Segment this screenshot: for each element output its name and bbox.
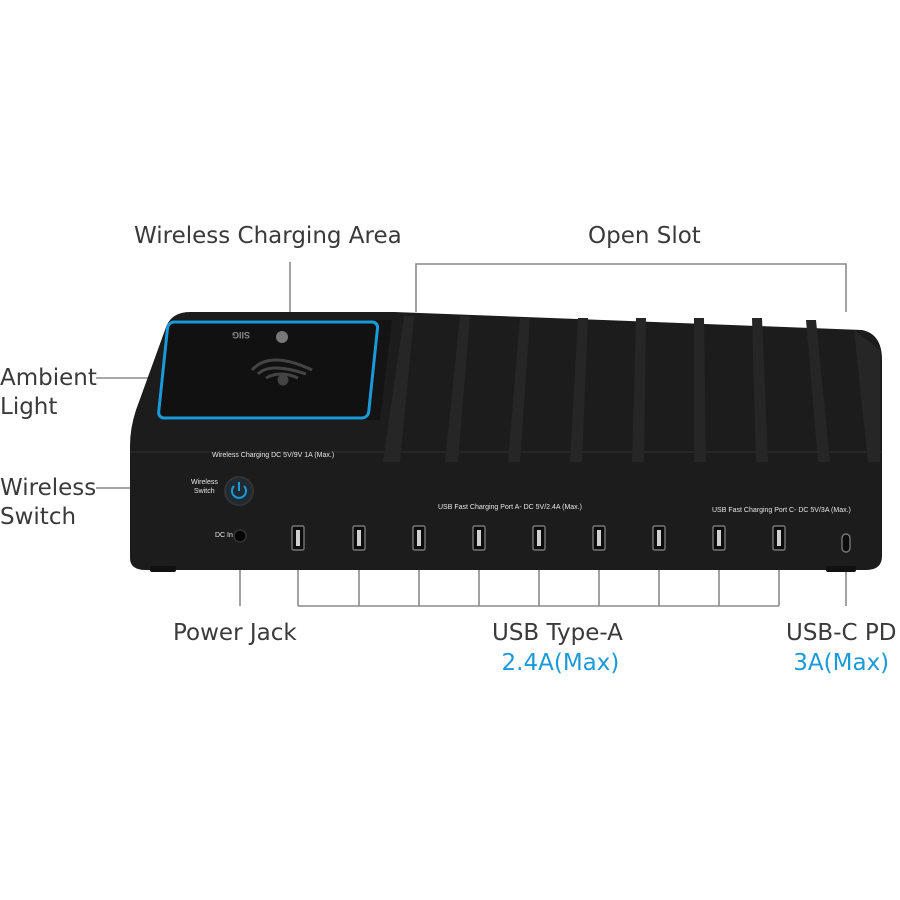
slot-divider [383, 316, 414, 462]
usb-a-spec-text: USB Fast Charging Port A- DC 5V/2.4A (Ma… [438, 504, 582, 511]
usb-c-port [841, 533, 851, 553]
slot-divider [632, 318, 646, 462]
power-icon [231, 485, 247, 499]
ambient-light-label: Ambient Light [0, 364, 97, 422]
open-slot-label: Open Slot [588, 223, 701, 249]
usb-c-title: USB-C PD [786, 620, 897, 646]
leader-open-slot [415, 263, 847, 312]
brand-text: SIIG [232, 330, 251, 340]
usb-a-label: USB Type-A 2.4A(Max) [492, 619, 623, 678]
slot-divider [694, 318, 706, 462]
leader-usb-a [297, 566, 780, 607]
usb-a-spec: 2.4A(Max) [501, 650, 620, 676]
slot-divider [806, 320, 830, 462]
wireless-spec-text: Wireless Charging DC 5V/9V 1A (Max.) [212, 452, 335, 459]
slot-divider [445, 316, 470, 462]
slot-divider [854, 330, 880, 462]
usb-c-spec-text: USB Fast Charging Port C- DC 5V/3A (Max.… [712, 507, 851, 514]
ambient-light-line-1: Ambient [0, 365, 97, 391]
wireless-switch-label: Wireless Switch [0, 474, 96, 532]
dc-in-jack [233, 529, 247, 543]
slot-divider [570, 318, 588, 462]
wireless-area-label: Wireless Charging Area [134, 223, 402, 249]
switch-label-1: Wireless [191, 479, 218, 486]
ambient-light-line-2: Light [0, 394, 58, 420]
usb-c-label: USB-C PD 3A(Max) [786, 619, 896, 678]
wireless-switch-line-1: Wireless [0, 475, 97, 501]
dc-in-text: DC In [215, 532, 233, 539]
usb-c-spec: 3A(Max) [793, 650, 890, 676]
slot-divider [752, 318, 768, 462]
power-jack-label: Power Jack [173, 620, 297, 646]
open-slots [383, 316, 880, 462]
wireless-charging-icon [250, 358, 313, 386]
wireless-switch-line-2: Switch [0, 504, 77, 530]
switch-label-2: Switch [194, 488, 215, 495]
slot-divider [508, 318, 530, 462]
usb-a-title: USB Type-A [492, 620, 623, 646]
brand-logo [276, 331, 288, 343]
